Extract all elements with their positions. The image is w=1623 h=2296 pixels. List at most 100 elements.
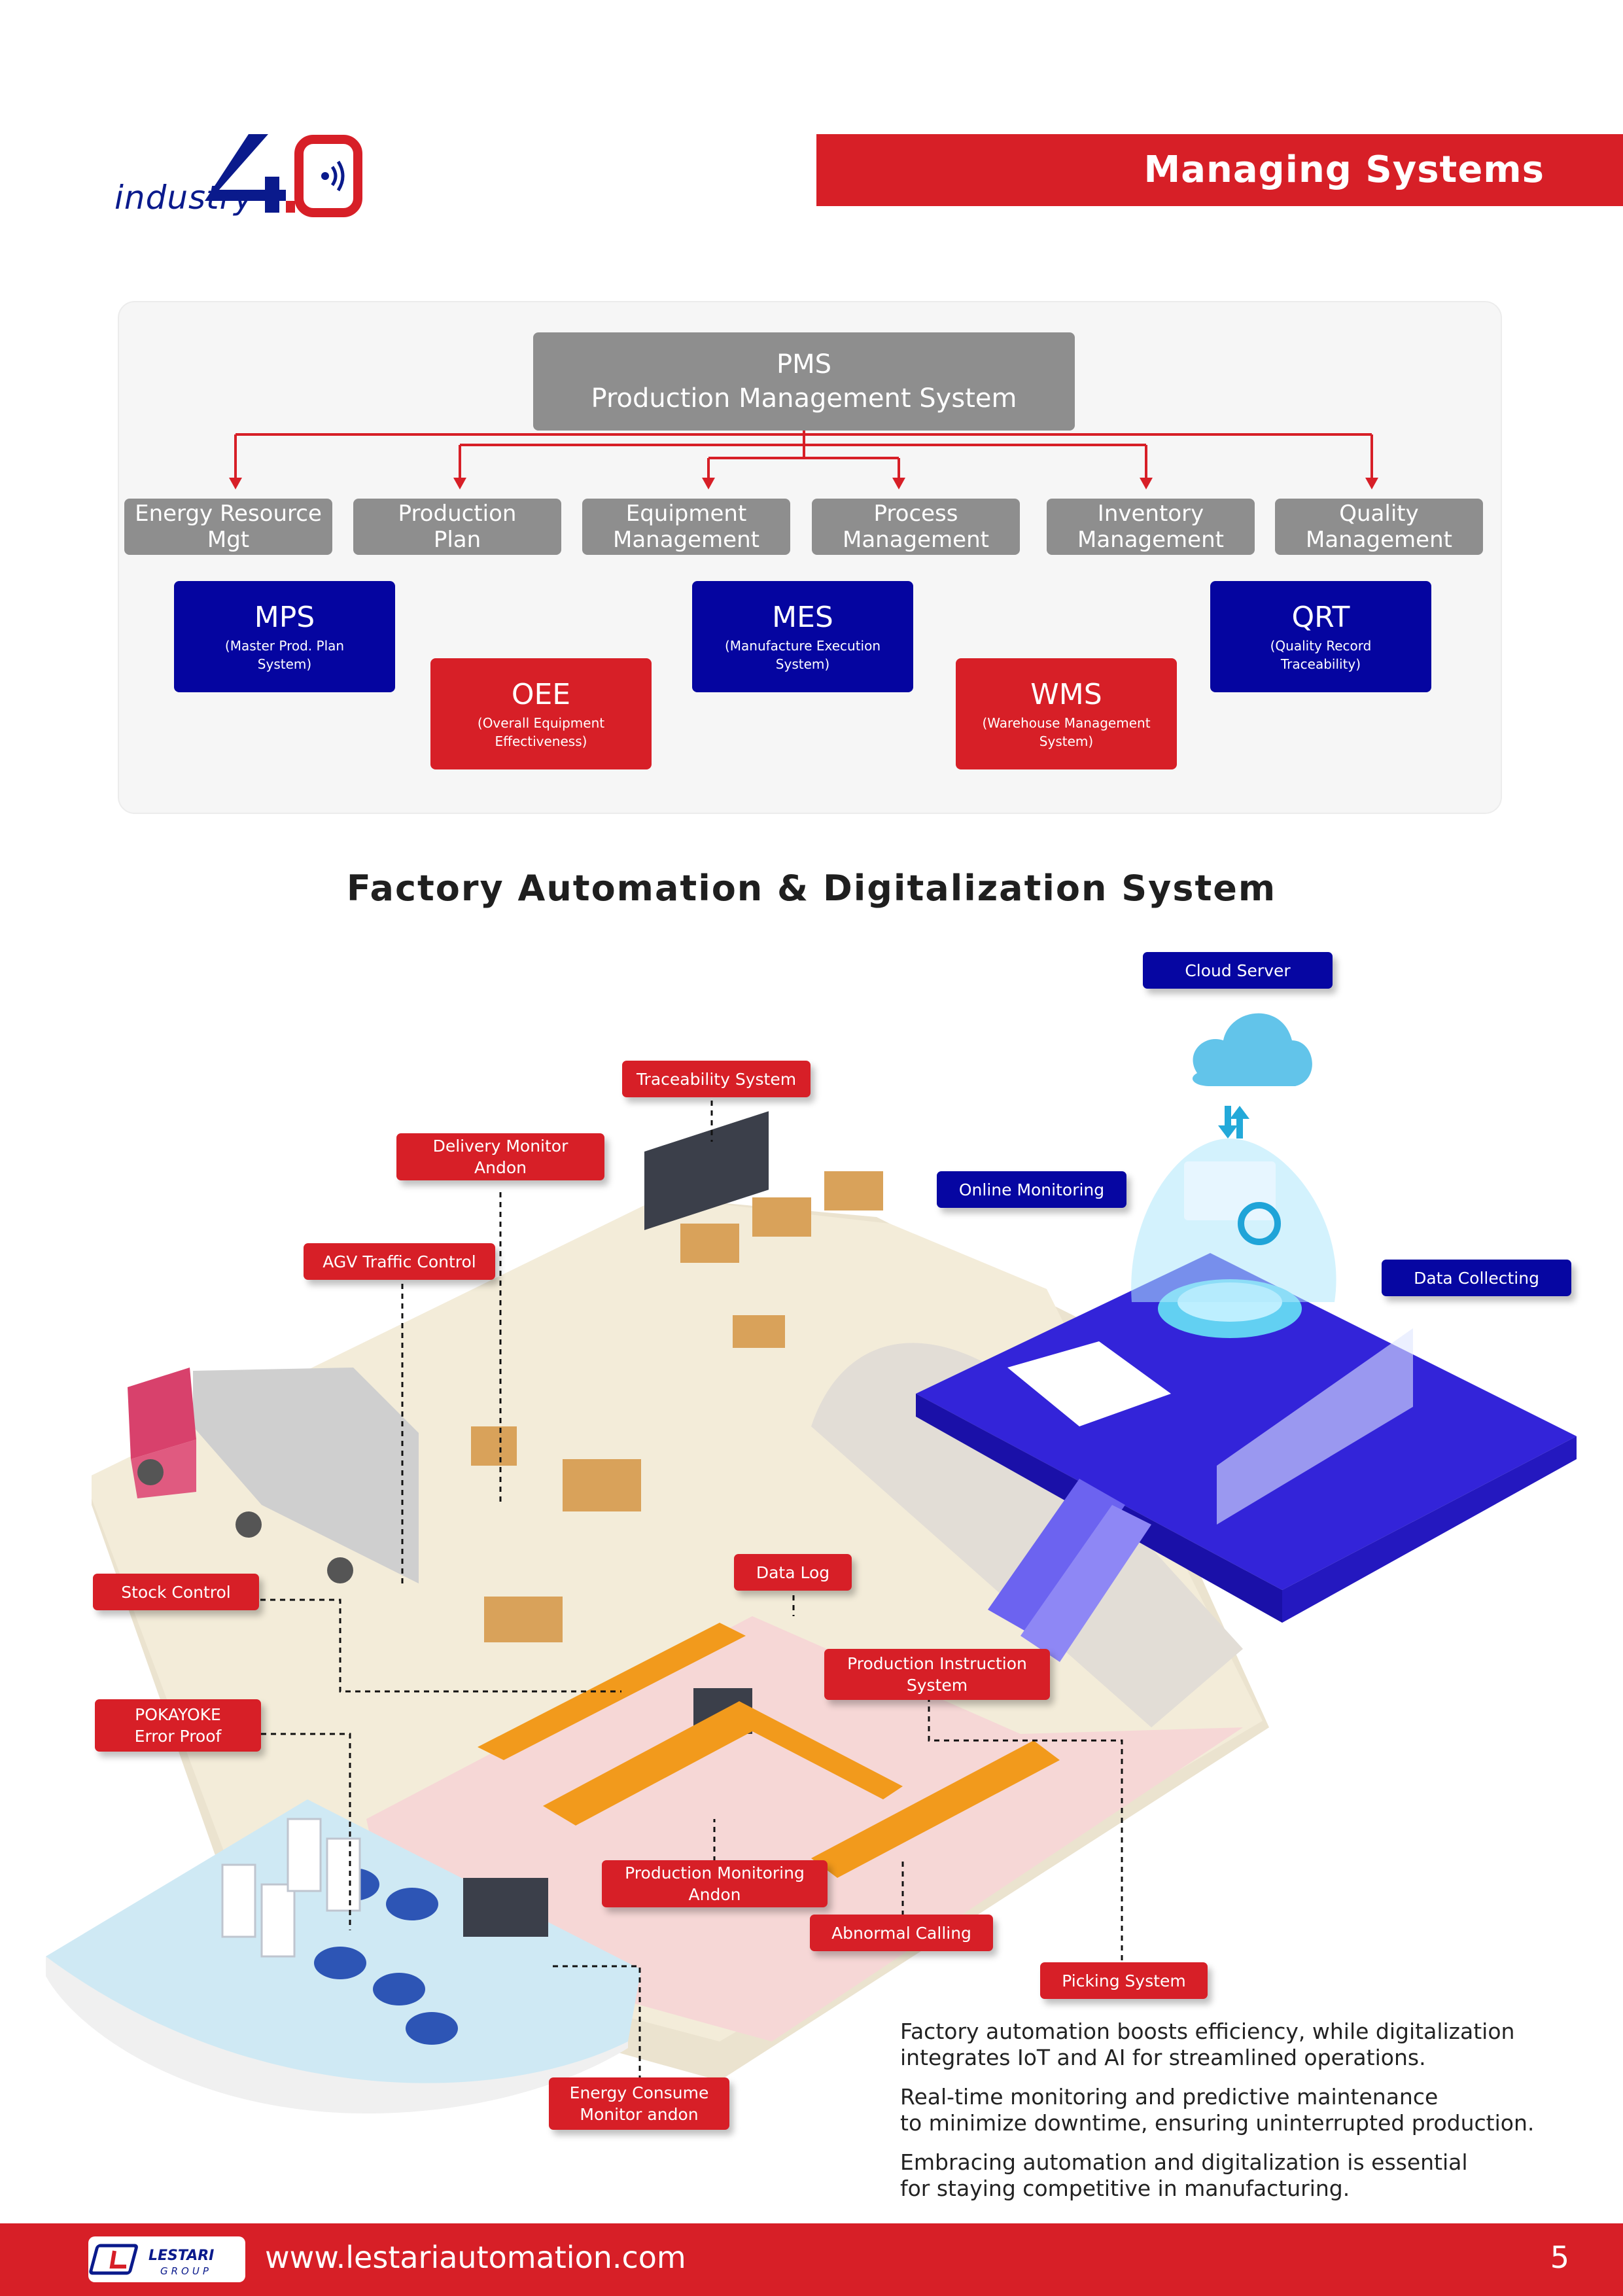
- system-oee: OEE (Overall Equipment Effectiveness): [430, 658, 652, 769]
- label-energy-consume: Energy Consume Monitor andon: [549, 2077, 729, 2130]
- label-pokayoke: POKAYOKE Error Proof: [95, 1699, 261, 1752]
- category-label: Management: [613, 527, 759, 553]
- system-desc: System): [775, 656, 830, 672]
- category-production-plan: Production Plan: [353, 499, 561, 555]
- page-title-bar: Managing Systems: [816, 134, 1623, 206]
- system-qrt: QRT (Quality Record Traceability): [1210, 581, 1431, 692]
- label-traceability-system: Traceability System: [622, 1061, 811, 1097]
- production-zone: [366, 1616, 1243, 2041]
- label-cloud-server: Cloud Server: [1143, 952, 1333, 989]
- label-text: POKAYOKE: [135, 1705, 221, 1724]
- category-inventory: Inventory Management: [1047, 499, 1255, 555]
- system-abbr: QRT: [1291, 601, 1350, 634]
- label-text: Monitor andon: [580, 2105, 699, 2124]
- paragraph-line: Real-time monitoring and predictive main…: [900, 2084, 1439, 2110]
- category-label: Process: [873, 501, 958, 527]
- label-text: Picking System: [1062, 1971, 1186, 1990]
- page-title: Managing Systems: [1143, 149, 1544, 191]
- escalator: [988, 1479, 1125, 1636]
- system-mps: MPS (Master Prod. Plan System): [174, 581, 395, 692]
- website-link[interactable]: www.lestariautomation.com: [265, 2240, 686, 2275]
- label-production-instruction: Production Instruction System: [824, 1649, 1050, 1700]
- system-abbr: OEE: [511, 678, 571, 711]
- label-picking-system: Picking System: [1040, 1962, 1208, 1999]
- label-text: System: [906, 1676, 968, 1695]
- label-text: Andon: [688, 1885, 741, 1904]
- category-label: Mgt: [207, 527, 250, 553]
- paragraph-2: Real-time monitoring and predictive main…: [900, 2084, 1534, 2136]
- label-stock-control: Stock Control: [93, 1574, 259, 1610]
- label-abnormal-calling: Abnormal Calling: [810, 1915, 993, 1951]
- section-title: Factory Automation & Digitalization Syst…: [346, 868, 1277, 909]
- label-text: Error Proof: [134, 1727, 222, 1746]
- system-desc: (Manufacture Execution: [724, 638, 881, 654]
- label-delivery-monitor: Delivery Monitor Andon: [396, 1133, 604, 1180]
- label-production-monitoring: Production Monitoring Andon: [602, 1860, 828, 1907]
- paragraph-1: Factory automation boosts efficiency, wh…: [900, 2019, 1514, 2071]
- system-wms: WMS (Warehouse Management System): [956, 658, 1177, 769]
- pms-box: PMS Production Management System: [533, 332, 1075, 431]
- category-label: Energy Resource: [135, 501, 322, 527]
- label-data-log: Data Log: [734, 1554, 852, 1591]
- system-abbr: MES: [772, 601, 833, 634]
- lestari-logo: LESTARI GROUP: [88, 2236, 245, 2282]
- system-desc: (Warehouse Management: [982, 715, 1151, 731]
- label-text: Abnormal Calling: [831, 1923, 971, 1943]
- system-desc: Effectiveness): [495, 733, 587, 749]
- paragraph-line: for staying competitive in manufacturing…: [900, 2176, 1350, 2201]
- walkway: [811, 1343, 1243, 1727]
- category-label: Management: [1306, 527, 1452, 553]
- label-text: AGV Traffic Control: [323, 1252, 476, 1271]
- paragraph-line: to minimize downtime, ensuring uninterru…: [900, 2110, 1535, 2136]
- category-label: Management: [843, 527, 989, 553]
- system-desc: Traceability): [1280, 656, 1361, 672]
- label-text: Production Instruction: [847, 1654, 1027, 1673]
- category-label: Plan: [433, 527, 481, 553]
- footer: LESTARI GROUP www.lestariautomation.com …: [0, 2223, 1623, 2296]
- label-text: Data Log: [756, 1563, 830, 1582]
- factory-illustration: [46, 1013, 1577, 2113]
- label-agv-traffic-control: AGV Traffic Control: [304, 1243, 495, 1280]
- traceability-screen: [644, 1111, 769, 1230]
- paragraph-line: Factory automation boosts efficiency, wh…: [900, 2019, 1515, 2044]
- paragraph-3: Embracing automation and digitalization …: [900, 2149, 1468, 2202]
- label-text: Energy Consume: [569, 2083, 709, 2102]
- pms-subtitle: Production Management System: [591, 383, 1017, 414]
- category-process: Process Management: [812, 499, 1020, 555]
- label-text: Data Collecting: [1414, 1268, 1539, 1288]
- category-label: Management: [1077, 527, 1224, 553]
- category-label: Quality: [1339, 501, 1419, 527]
- category-label: Production: [398, 501, 517, 527]
- label-text: Cloud Server: [1185, 961, 1291, 980]
- label-text: Andon: [474, 1158, 527, 1177]
- industry-4-logo-mark: [205, 134, 362, 217]
- category-energy: Energy Resource Mgt: [124, 499, 332, 555]
- system-desc: System): [257, 656, 312, 672]
- label-text: Delivery Monitor: [432, 1137, 568, 1156]
- label-text: Production Monitoring: [625, 1863, 805, 1882]
- system-desc: System): [1039, 733, 1094, 749]
- energy-screen: [463, 1878, 548, 1937]
- logo-word: industry: [114, 179, 254, 217]
- system-desc: (Overall Equipment: [477, 715, 605, 731]
- system-mes: MES (Manufacture Execution System): [692, 581, 913, 692]
- category-quality: Quality Management: [1275, 499, 1483, 555]
- label-text: Online Monitoring: [958, 1180, 1105, 1199]
- cloud-icon: [1192, 1013, 1312, 1086]
- category-label: Inventory: [1097, 501, 1204, 527]
- paragraph-line: Embracing automation and digitalization …: [900, 2149, 1468, 2175]
- paragraph-line: integrates IoT and AI for streamlined op…: [900, 2045, 1426, 2070]
- category-equipment: Equipment Management: [582, 499, 790, 555]
- label-online-monitoring: Online Monitoring: [937, 1171, 1126, 1208]
- label-text: Traceability System: [636, 1069, 797, 1089]
- pms-connectors: [229, 431, 1378, 489]
- lestari-logo-sub: GROUP: [160, 2265, 212, 2277]
- lestari-logo-icon: LESTARI GROUP: [89, 2244, 214, 2277]
- system-desc: (Quality Record: [1270, 638, 1372, 654]
- industry-4-logo: industry: [114, 128, 370, 219]
- label-text: Stock Control: [121, 1582, 231, 1602]
- office-platform: [916, 1253, 1577, 1590]
- system-abbr: MPS: [254, 601, 315, 634]
- pms-title: PMS: [776, 349, 832, 380]
- label-data-collecting: Data Collecting: [1382, 1260, 1571, 1296]
